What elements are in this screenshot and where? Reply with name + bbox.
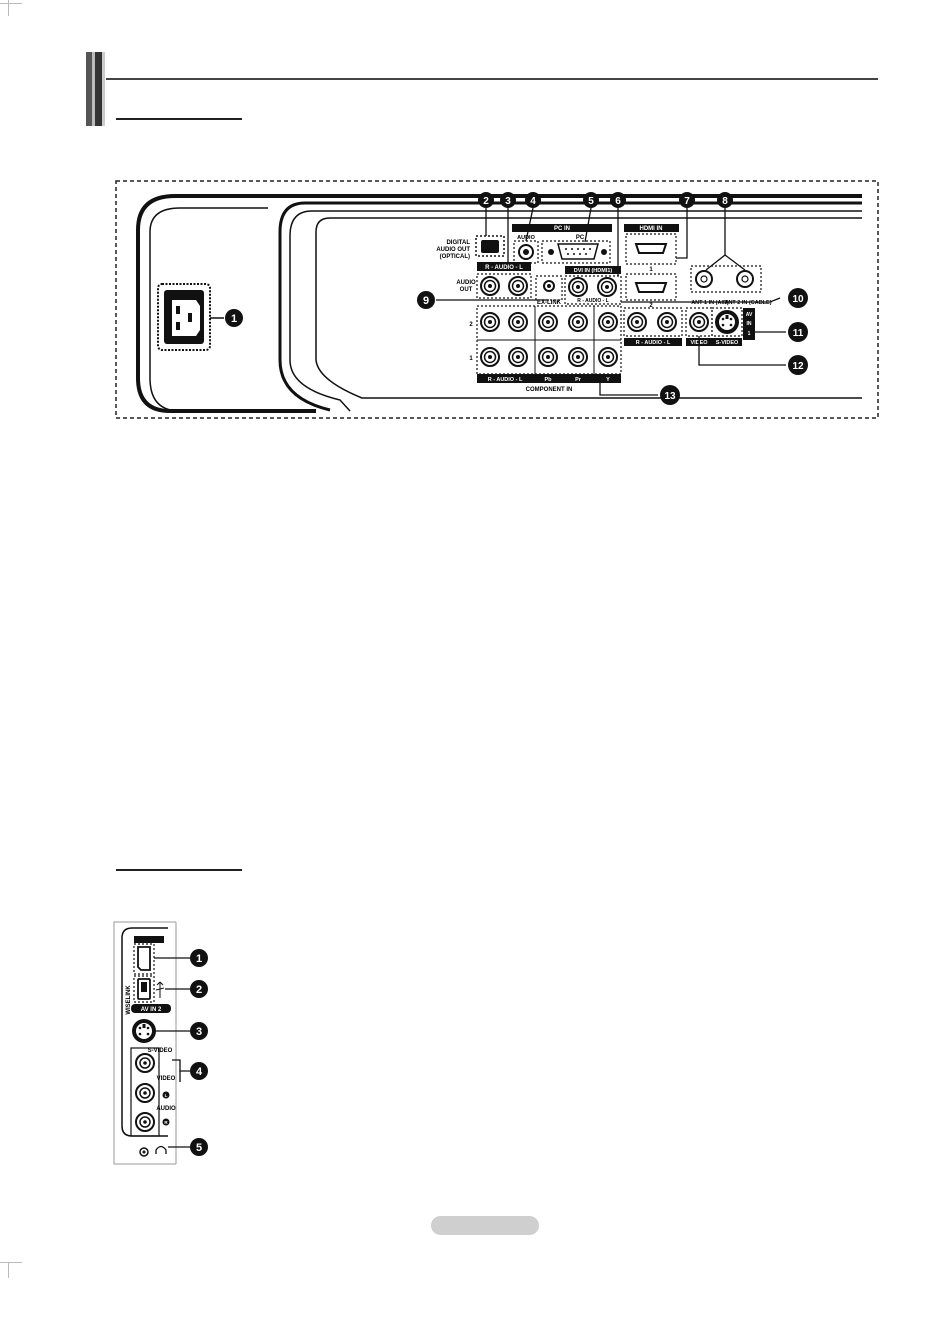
dvi-in-label: DVI IN (HDMI1) [574, 268, 613, 274]
side-callout-4-text: 4 [196, 1066, 203, 1078]
side-panel-heading-underline [116, 869, 242, 871]
callout-1: 1 [225, 309, 243, 327]
rear-panel-diagram: DIGITAL AUDIO OUT (OPTICAL) R - AUDIO - … [115, 180, 879, 419]
callout-5: 5 [583, 192, 599, 208]
header-rule [106, 78, 878, 80]
crop-mark-top-left [0, 3, 22, 4]
hdmi-2-label: 2 [649, 303, 653, 309]
ant1-label: ANT 1 IN (AIR) [691, 300, 729, 306]
av-in-1-label-2: IN [747, 321, 752, 327]
audio-side-label: AUDIO [156, 1106, 176, 1112]
side-callout-5-text: 5 [196, 1142, 202, 1154]
callout-9: 9 [417, 291, 435, 309]
callout-13: 13 [660, 385, 680, 405]
digital-audio-out-label-3: (OPTICAL) [440, 254, 470, 260]
av-in-1-label-3: 1 [748, 331, 751, 337]
callout-10-text: 10 [792, 294, 804, 305]
audio-out-label-2: OUT [460, 287, 473, 293]
side-callout-3: 3 [190, 1022, 208, 1040]
audio-rl-top-label: R - AUDIO - L [485, 265, 523, 271]
callout-8: 8 [717, 192, 733, 208]
ant2-label: ANT 2 IN (CABLE) [724, 300, 771, 306]
component-pb-label: Pb [544, 377, 552, 383]
side-callout-2-text: 2 [196, 984, 202, 996]
s-video-label: S-VIDEO [716, 340, 739, 346]
callout-13-text: 13 [664, 391, 676, 402]
audio-out-label-1: AUDIO [456, 280, 476, 286]
component-y-label: Y [606, 377, 610, 383]
callout-7: 7 [679, 192, 695, 208]
component-pr-label: Pr [575, 377, 582, 383]
callout-2: 2 [478, 192, 494, 208]
callout-11: 11 [788, 322, 808, 342]
callout-4: 4 [525, 192, 541, 208]
side-callout-3-text: 3 [196, 1026, 202, 1038]
rear-panel-heading-underline [116, 118, 242, 120]
s-video-side-label: S-VIDEO [148, 1048, 173, 1054]
header-bars [86, 52, 106, 126]
wiselink-label: WISELINK [126, 985, 132, 1015]
video-side-label: VIDEO [157, 1076, 176, 1082]
pc-in-label: PC IN [554, 226, 570, 232]
crop-mark-bottom-left-v [8, 1262, 9, 1278]
callout-6: 6 [610, 192, 626, 208]
component-in-label: COMPONENT IN [526, 387, 573, 393]
page-number-pill [431, 1216, 539, 1235]
dvi-audio-label: R - AUDIO - L [577, 298, 608, 304]
ex-link-label: EX-LINK [537, 300, 562, 306]
component-row-2-label: 2 [469, 322, 473, 328]
callout-3: 3 [500, 192, 516, 208]
callout-1-text: 1 [231, 313, 237, 325]
callout-5-text: 5 [588, 196, 594, 207]
component-audio-label: R - AUDIO - L [488, 377, 523, 383]
callout-12: 12 [788, 355, 808, 375]
crop-mark-top-left-v [8, 0, 9, 16]
callout-2-text: 2 [483, 196, 489, 207]
callout-11-text: 11 [793, 328, 804, 339]
callout-9-text: 9 [423, 295, 429, 307]
side-panel-diagram: WISELINK AV IN 2 S-VIDEO VIDEO L AUDIO R… [113, 921, 208, 1165]
side-callout-1: 1 [190, 949, 208, 967]
component-row-1-label: 1 [469, 356, 473, 362]
callout-7-text: 7 [684, 196, 690, 207]
hdmi-in-label: HDMI IN [640, 226, 663, 232]
side-callout-4: 4 [190, 1062, 208, 1080]
side-callout-2: 2 [190, 980, 208, 998]
crop-mark-bottom-left [0, 1262, 22, 1263]
av-audio-label: R - AUDIO - L [636, 340, 671, 346]
digital-audio-out-label-2: AUDIO OUT [436, 247, 470, 253]
av-in-1-label-1: AV [746, 312, 753, 318]
callout-4-text: 4 [530, 196, 536, 207]
callout-6-text: 6 [615, 196, 621, 207]
digital-audio-out-label-1: DIGITAL [446, 240, 470, 246]
pc-label: PC [576, 235, 585, 241]
l-side-label: L [165, 1093, 168, 1098]
callout-12-text: 12 [792, 361, 804, 372]
callout-10: 10 [788, 288, 808, 308]
callout-3-text: 3 [505, 196, 511, 207]
r-side-label: R [164, 1120, 168, 1125]
av-in-2-label: AV IN 2 [141, 1007, 162, 1013]
side-callout-1-text: 1 [196, 953, 202, 965]
callout-8-text: 8 [722, 196, 728, 207]
hdmi-1-label: 1 [649, 267, 653, 273]
side-callout-5: 5 [190, 1138, 208, 1156]
